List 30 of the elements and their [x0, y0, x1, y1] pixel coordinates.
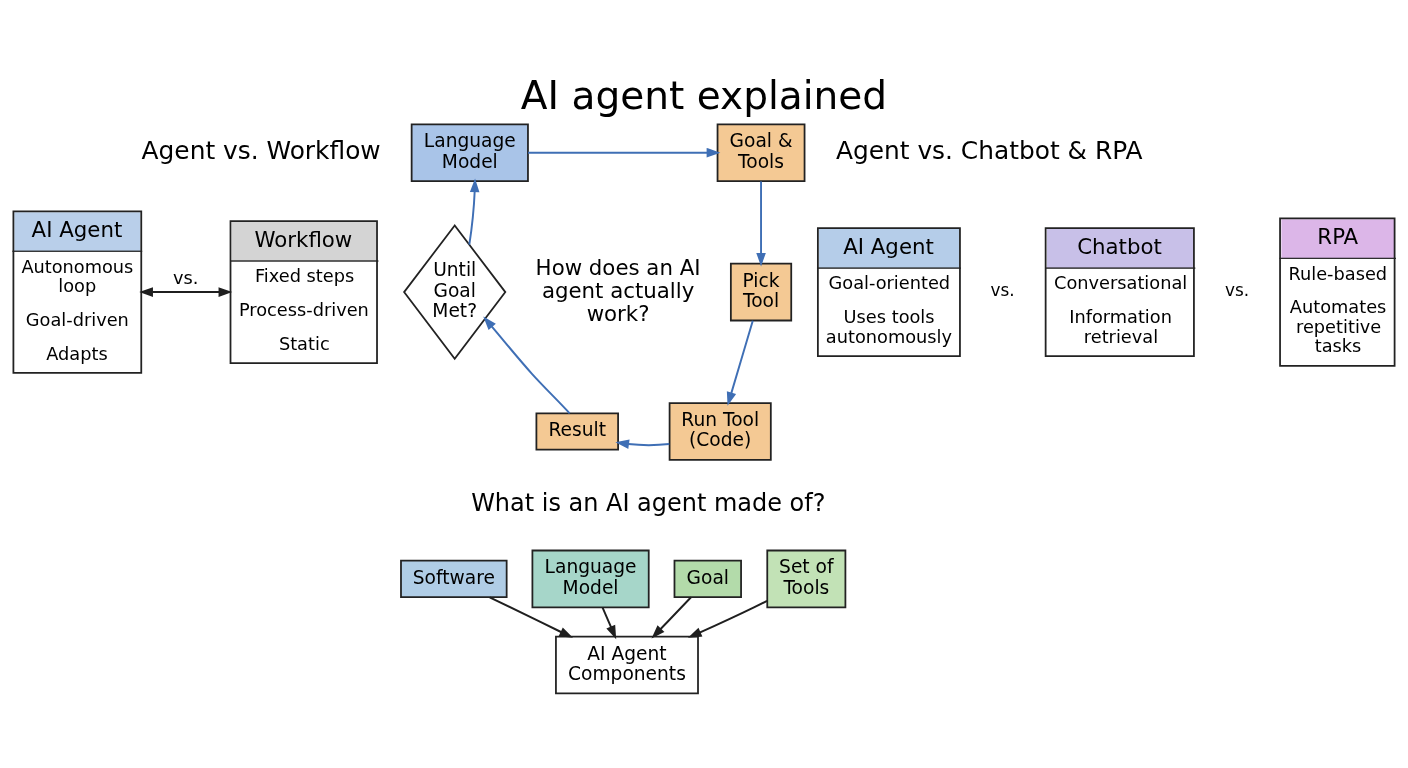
node-box: Result: [535, 412, 619, 451]
label: Agent vs. Chatbot & RPA: [835, 135, 1143, 165]
node-box: Pick Tool: [729, 262, 793, 322]
arrow: [483, 316, 571, 415]
label: Agent vs. Workflow: [141, 135, 381, 165]
edge-label: vs.: [173, 268, 199, 289]
arrow: [601, 606, 617, 640]
arrow: [527, 147, 721, 158]
node-box: Goal: [673, 559, 742, 598]
arrow: [615, 439, 671, 449]
arrow: [651, 596, 692, 639]
node-diamond: Until Goal Met?: [403, 224, 507, 361]
label: What is an AI agent made of?: [471, 489, 826, 518]
node-box: AI Agent Components: [555, 635, 699, 695]
node-box: Run Tool (Code): [668, 402, 772, 461]
node-box: Language Model: [410, 123, 529, 182]
arrow: [468, 178, 480, 246]
node-box: Goal & Tools: [716, 123, 806, 182]
node-box: Set of Tools: [766, 549, 847, 609]
arrow: [756, 180, 766, 267]
arrow: [726, 319, 754, 406]
arrow: [488, 596, 573, 638]
arrow: [139, 287, 233, 297]
arrow: [687, 599, 768, 638]
label: vs.: [1224, 280, 1250, 301]
label: How does an AI agent actually work?: [535, 254, 701, 326]
label: vs.: [990, 280, 1015, 301]
node-box: Software: [400, 559, 508, 598]
node-box: Language Model: [531, 549, 650, 609]
diagram-title: AI agent explained: [520, 73, 888, 119]
